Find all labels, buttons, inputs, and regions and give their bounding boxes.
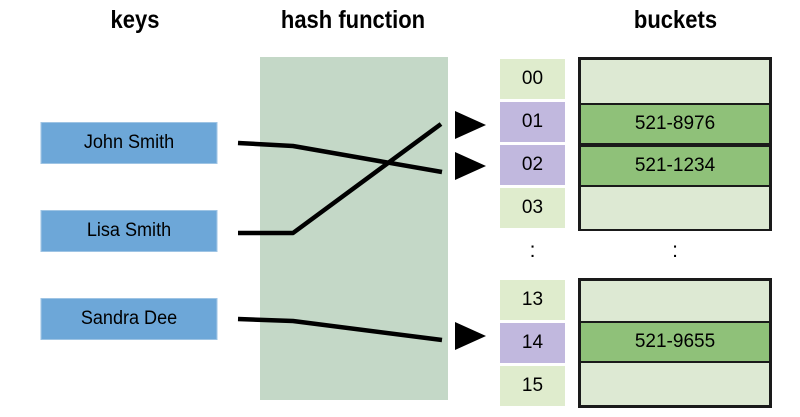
bucket-cell-13 xyxy=(581,281,769,323)
bucket-ellipsis: : xyxy=(672,239,678,262)
bucket-cell-15 xyxy=(581,363,769,405)
column-heading-hash-function: hash function xyxy=(280,6,426,34)
bucket-cell-03 xyxy=(581,187,769,229)
index-cell-02: 02 xyxy=(500,145,565,185)
bucket-cell-01: 521-8976 xyxy=(581,103,769,145)
bucket-cell-14: 521-9655 xyxy=(581,321,769,363)
index-cell-03: 03 xyxy=(500,188,565,228)
hash-function-panel xyxy=(260,57,448,400)
key-label: John Smith xyxy=(83,132,175,153)
index-label: 00 xyxy=(521,68,544,89)
index-label: 13 xyxy=(521,289,544,310)
index-cell-13: 13 xyxy=(500,280,565,320)
key-label: Lisa Smith xyxy=(86,220,172,241)
arrow-to-14-icon xyxy=(455,322,486,350)
bucket-value: 521-1234 xyxy=(634,155,716,176)
bucket-value: 521-9655 xyxy=(634,331,716,352)
index-cell-00: 00 xyxy=(500,59,565,99)
index-label: 14 xyxy=(521,332,544,353)
arrow-to-02-icon xyxy=(455,152,486,180)
index-label: 03 xyxy=(521,197,544,218)
bucket-box-top: 521-8976 521-1234 xyxy=(578,57,772,231)
bucket-cell-00 xyxy=(581,60,769,102)
key-box-john-smith: John Smith xyxy=(40,122,218,164)
index-label: 01 xyxy=(521,111,544,132)
bucket-cell-02: 521-1234 xyxy=(581,145,769,187)
bucket-box-bottom: 521-9655 xyxy=(578,278,772,408)
index-cell-01: 01 xyxy=(500,102,565,142)
key-label: Sandra Dee xyxy=(80,308,178,329)
key-box-sandra-dee: Sandra Dee xyxy=(40,298,218,340)
key-box-lisa-smith: Lisa Smith xyxy=(40,210,218,252)
column-heading-buckets: buckets xyxy=(633,6,718,34)
index-label: 15 xyxy=(521,375,544,396)
column-heading-keys: keys xyxy=(110,6,160,34)
bucket-value: 521-8976 xyxy=(634,113,716,134)
index-cell-15: 15 xyxy=(500,366,565,406)
index-label: 02 xyxy=(521,154,544,175)
arrow-to-01-icon xyxy=(455,111,486,139)
index-ellipsis: : xyxy=(529,239,536,262)
index-cell-14: 14 xyxy=(500,323,565,363)
